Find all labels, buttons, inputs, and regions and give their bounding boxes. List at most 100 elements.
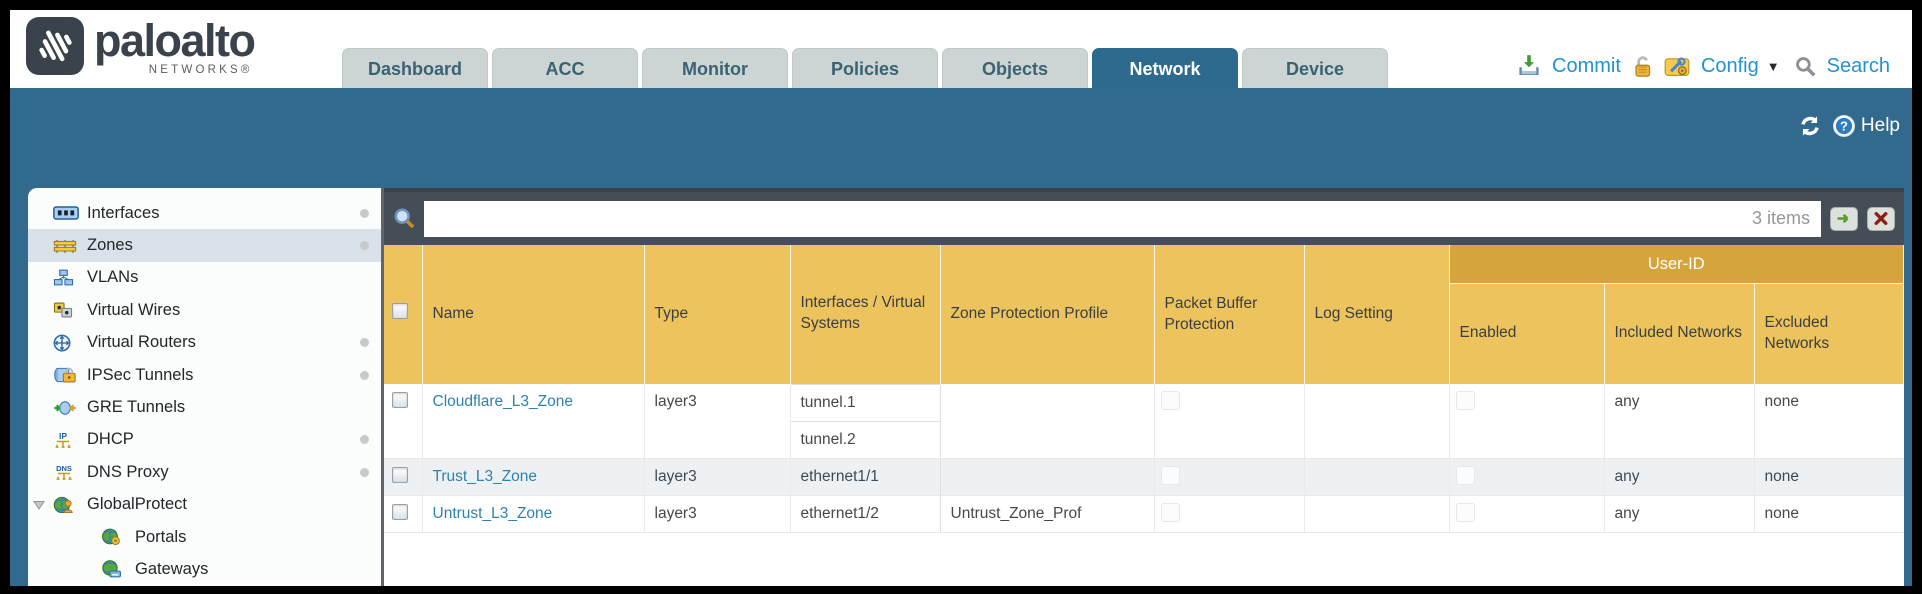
- sidebar-item-portals[interactable]: Portals: [28, 521, 381, 553]
- col-header-zpp[interactable]: Zone Protection Profile: [940, 245, 1155, 384]
- zone-name-link[interactable]: Cloudflare_L3_Zone: [432, 393, 573, 410]
- close-icon: [1874, 212, 1888, 225]
- sidebar-item-gateways[interactable]: Gateways: [28, 553, 381, 585]
- brand-wordmark: paloalto: [94, 15, 256, 66]
- help-button[interactable]: Help: [1860, 115, 1900, 136]
- row-select-cell: [384, 458, 423, 496]
- select-all-checkbox[interactable]: [392, 303, 408, 320]
- row-checkbox[interactable]: [392, 466, 408, 483]
- zone-protection-cell: Untrust_Zone_Prof: [940, 495, 1155, 533]
- col-group-user-id: User-ID: [1449, 245, 1904, 284]
- included-networks-cell: any: [1604, 384, 1755, 459]
- refresh-icon[interactable]: [1798, 115, 1822, 137]
- userid-enabled-checkbox: [1455, 502, 1475, 522]
- sidebar-item-virtual-wires[interactable]: Virtual Wires: [28, 294, 381, 326]
- search-icon: [1795, 56, 1816, 77]
- tab-policies[interactable]: Policies: [792, 48, 938, 88]
- excluded-networks-cell: none: [1754, 458, 1904, 496]
- userid-enabled-checkbox: [1455, 391, 1475, 410]
- search-button[interactable]: Search: [1826, 54, 1890, 77]
- packet-buffer-cell: [1154, 458, 1305, 496]
- row-checkbox[interactable]: [392, 392, 408, 408]
- col-header-log[interactable]: Log Setting: [1304, 245, 1450, 384]
- filter-bar: 3 items: [384, 188, 1904, 245]
- sidebar-item-globalprotect[interactable]: GlobalProtect: [28, 489, 381, 521]
- virtual-routers-icon: [53, 334, 85, 352]
- item-status-dot: [360, 338, 369, 348]
- item-status-dot: [360, 370, 369, 380]
- row-select-cell: [384, 384, 423, 459]
- tab-network[interactable]: Network: [1092, 48, 1238, 88]
- col-header-type[interactable]: Type: [644, 245, 791, 384]
- sidebar-item-interfaces[interactable]: Interfaces: [28, 197, 381, 229]
- tab-objects[interactable]: Objects: [942, 48, 1088, 88]
- help-icon[interactable]: ?: [1832, 114, 1856, 138]
- excluded-networks-cell: none: [1754, 495, 1904, 533]
- sidebar-item-ipsec-tunnels[interactable]: IPSec Tunnels: [28, 359, 381, 391]
- sidebar-item-label: DHCP: [87, 430, 134, 449]
- clear-filter-button[interactable]: [1867, 206, 1895, 231]
- tab-monitor[interactable]: Monitor: [642, 48, 788, 88]
- expander-triangle-icon[interactable]: [33, 500, 45, 510]
- sidebar-item-label: Gateways: [135, 559, 209, 578]
- item-status-dot: [360, 467, 369, 477]
- lock-icon[interactable]: [1632, 55, 1653, 78]
- tab-dashboard[interactable]: Dashboard: [342, 48, 488, 88]
- zone-name-link[interactable]: Trust_L3_Zone: [432, 467, 538, 485]
- tab-acc[interactable]: ACC: [492, 48, 638, 88]
- commit-button[interactable]: Commit: [1552, 54, 1621, 77]
- row-select-cell: [384, 495, 423, 533]
- row-checkbox[interactable]: [392, 503, 408, 520]
- zone-type-cell: layer3: [644, 458, 791, 496]
- zone-protection-cell: [940, 384, 1155, 459]
- sidebar-item-dns-proxy[interactable]: DNS DNS Proxy: [28, 456, 381, 488]
- log-setting-cell: [1304, 384, 1450, 459]
- userid-enabled-cell: [1449, 384, 1605, 459]
- log-setting-cell: [1304, 495, 1450, 533]
- userid-enabled-checkbox: [1455, 465, 1475, 485]
- ipsec-tunnels-icon: [53, 367, 85, 383]
- userid-enabled-cell: [1449, 495, 1605, 533]
- svg-text:?: ?: [1840, 119, 1848, 134]
- svg-text:DNS: DNS: [56, 464, 72, 473]
- select-all-cell: [384, 245, 423, 384]
- item-count-label: 3 items: [1751, 208, 1810, 228]
- filter-input-wrap: 3 items: [424, 200, 1821, 237]
- col-header-included[interactable]: Included Networks: [1604, 283, 1755, 384]
- col-header-excluded[interactable]: Excluded Networks: [1754, 283, 1904, 384]
- sidebar-item-gre-tunnels[interactable]: GRE Tunnels: [28, 391, 381, 423]
- col-header-enabled[interactable]: Enabled: [1449, 283, 1605, 384]
- zone-name-link[interactable]: Untrust_L3_Zone: [432, 504, 553, 522]
- included-networks-cell: any: [1604, 458, 1755, 496]
- sidebar-item-label: Interfaces: [87, 203, 160, 222]
- paloalto-logo: paloalto NETWORKS®: [26, 15, 256, 76]
- item-status-dot: [360, 435, 369, 445]
- sidebar-item-zones[interactable]: Zones: [28, 229, 381, 262]
- sidebar-item-virtual-routers[interactable]: Virtual Routers: [28, 327, 381, 359]
- zone-name-cell: Trust_L3_Zone: [422, 458, 645, 496]
- included-networks-cell: any: [1604, 495, 1755, 533]
- sidebar-item-vlans[interactable]: VLANs: [28, 262, 381, 294]
- dhcp-icon: IP: [53, 431, 85, 449]
- tab-device[interactable]: Device: [1242, 48, 1388, 88]
- paloalto-logo-icon: [26, 17, 84, 75]
- sidebar-item-label: IPSec Tunnels: [87, 365, 194, 384]
- packet-buffer-cell: [1154, 495, 1305, 533]
- col-header-pbp[interactable]: Packet Buffer Protection: [1154, 245, 1305, 384]
- apply-filter-button[interactable]: [1830, 206, 1858, 231]
- filter-search-icon: [393, 207, 416, 230]
- col-header-interfaces[interactable]: Interfaces / Virtual Systems: [790, 245, 941, 384]
- item-status-dot: [360, 208, 369, 218]
- arrow-right-icon: [1837, 213, 1849, 224]
- sidebar-item-label: DNS Proxy: [87, 462, 169, 481]
- col-header-name[interactable]: Name: [422, 245, 645, 384]
- filter-input[interactable]: [424, 208, 1752, 229]
- chevron-down-icon[interactable]: ▼: [1766, 58, 1780, 74]
- config-menu-button[interactable]: Config: [1700, 54, 1759, 77]
